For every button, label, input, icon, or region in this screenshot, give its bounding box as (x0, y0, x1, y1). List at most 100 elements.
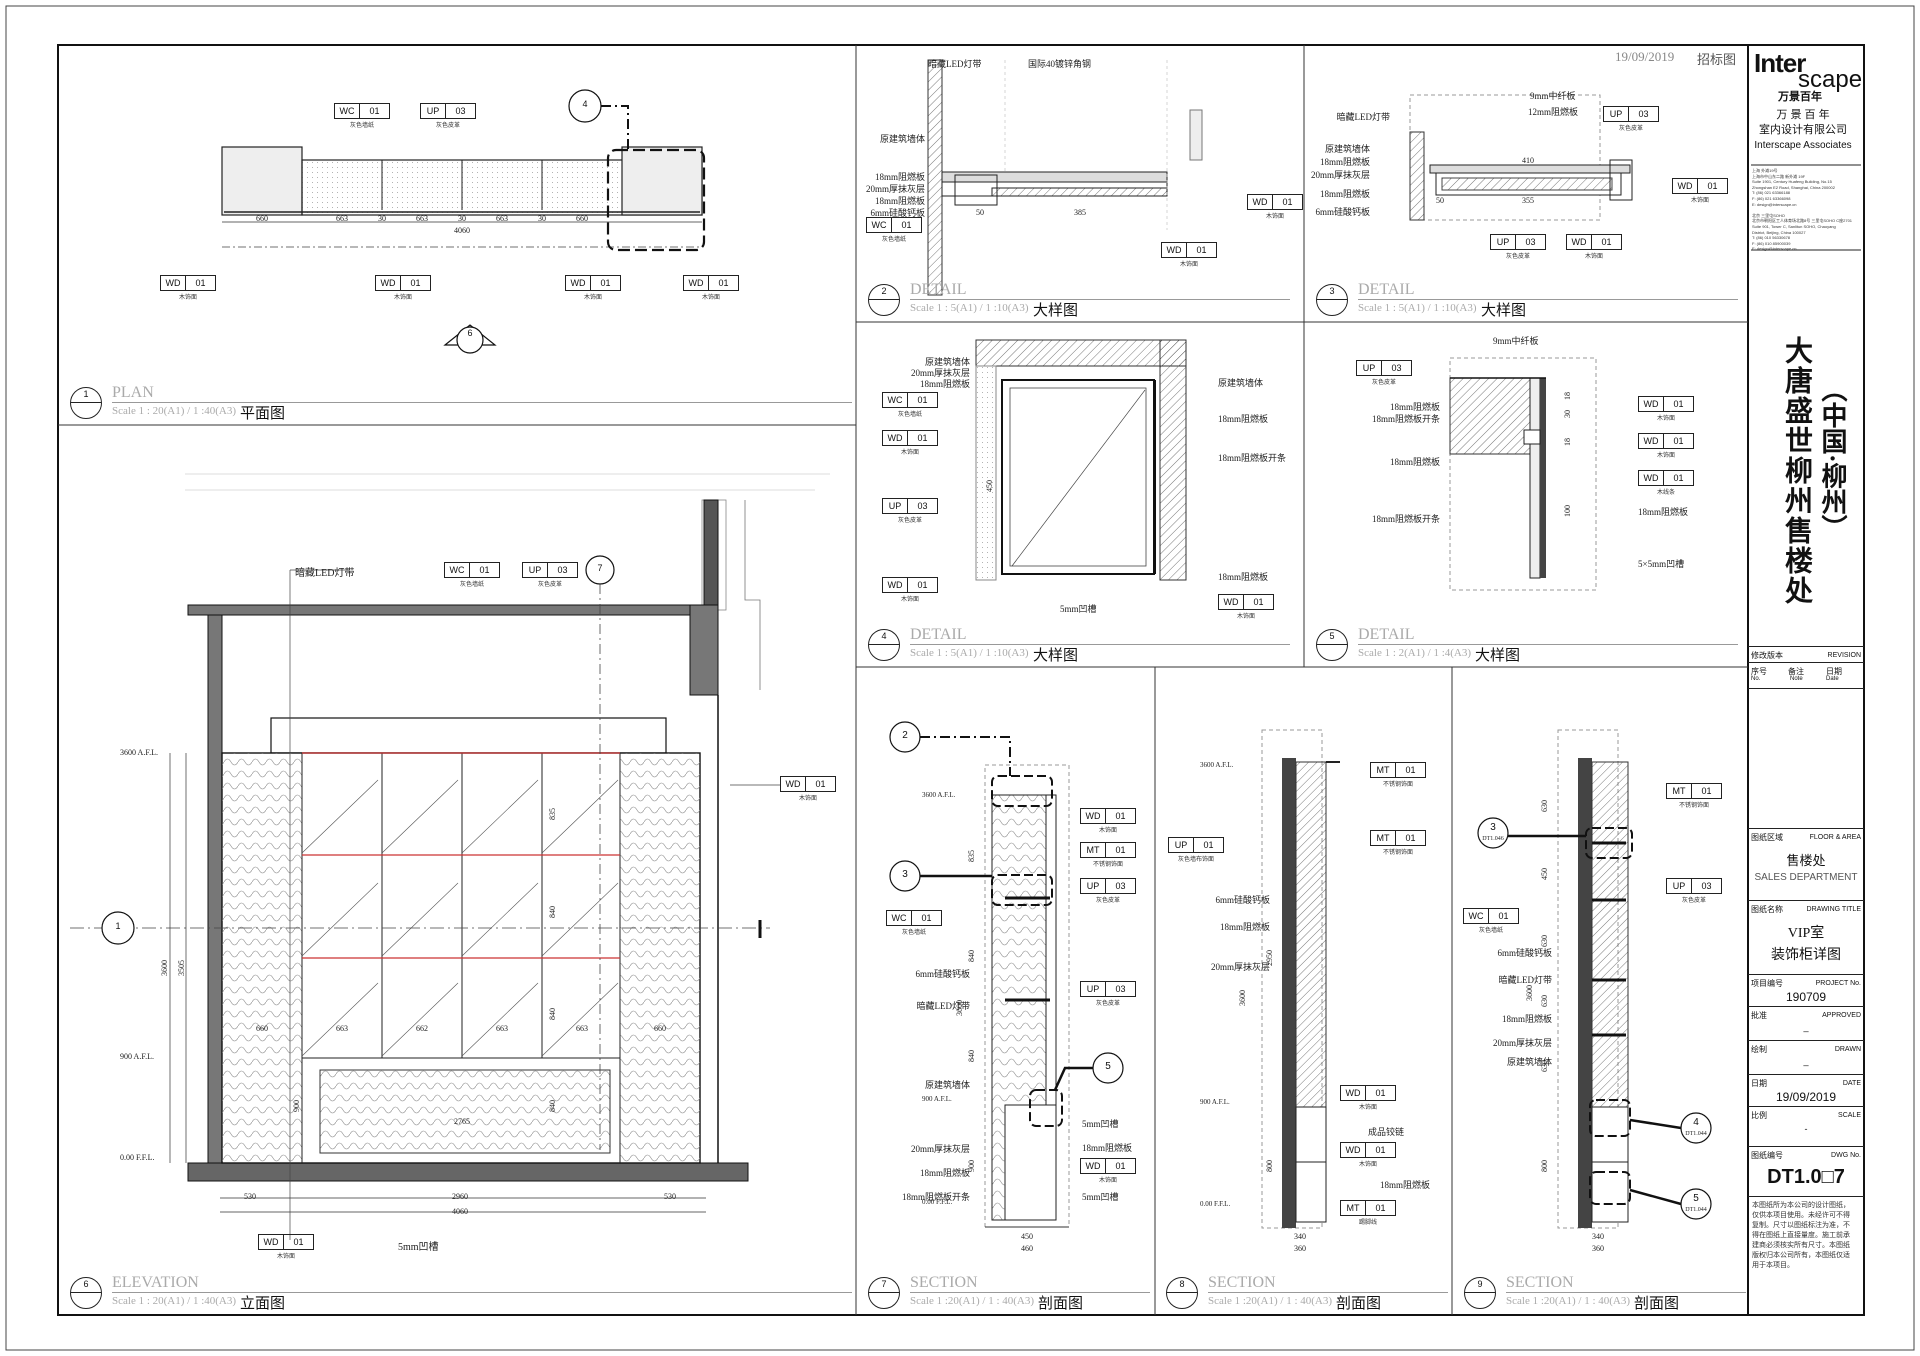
tag-desc: 木饰面 (798, 796, 817, 802)
view-number-circle[interactable]: 7 (868, 1277, 900, 1309)
view-number-circle[interactable]: 2 (868, 284, 900, 316)
detail-note: 国际40镀锌角钢 (1028, 59, 1092, 69)
section-9-view (1477, 729, 1712, 1229)
detail-note: 20mm厚抹灰层 (910, 368, 970, 378)
address-line: T: (86) 021 63366188 (1752, 190, 1791, 196)
view-number: 8 (1179, 1279, 1185, 1289)
view-title-cn: 大样图 (1481, 303, 1527, 319)
section-note: 暗藏LED灯带 (916, 1001, 971, 1011)
dimension: 4060 (454, 226, 470, 235)
section-note: 原建筑墙体 (924, 1080, 970, 1090)
tag-desc: 灰色墙布饰面 (1177, 857, 1214, 863)
detail-4-view (975, 339, 1187, 581)
dwg-no-value: DT1.0□7 (1767, 1166, 1845, 1188)
date-label-en: DATE (1842, 1080, 1861, 1087)
dimension: 340 (1294, 1232, 1306, 1241)
view-number-circle[interactable]: 5 (1316, 629, 1348, 661)
dimension: 4060 (452, 1207, 468, 1216)
tag-desc: 木饰面 (1690, 198, 1709, 204)
address-line: E: design@interscape.cn (1752, 246, 1797, 252)
tag-code: WC (883, 393, 908, 407)
detail-3-view (1409, 94, 1633, 221)
tag-code: MT (1341, 1201, 1366, 1215)
tag-desc: 木饰面 (1656, 416, 1675, 422)
detail-note: 5mm凹槽 (1060, 604, 1097, 614)
view-number-circle[interactable]: 6 (70, 1277, 102, 1309)
project-no-value: 190709 (1785, 990, 1827, 1004)
view-number-circle[interactable]: 1 (70, 387, 102, 419)
tag-desc: 木饰面 (393, 295, 412, 301)
tag-number: 01 (1115, 1161, 1126, 1171)
dimension: 840 (967, 1050, 976, 1062)
tag-desc: 灰色皮革 (1095, 898, 1120, 904)
view-number-circle[interactable]: 9 (1464, 1277, 1496, 1309)
view-title-en: PLAN (112, 384, 154, 401)
area-value: 售楼处 (1786, 853, 1826, 868)
revision-note-label: 备注 (1788, 667, 1804, 676)
tag-desc: 木饰面 (1098, 828, 1117, 834)
header-date: 19/09/2019 (1615, 49, 1675, 64)
dimension: 660 (256, 214, 268, 223)
tag-desc: 灰色皮革 (1618, 126, 1643, 132)
tag-code: WC (867, 218, 892, 232)
area-label: 图纸区域 (1751, 833, 1783, 842)
dimension: 2765 (454, 1117, 470, 1126)
tag-code: UP (1357, 361, 1382, 375)
tag-code: WD (1639, 397, 1664, 411)
view-number-circle[interactable]: 8 (1166, 1277, 1198, 1309)
section-note: 18mm阻燃板 (1082, 1143, 1133, 1153)
view-number-circle[interactable]: 3 (1316, 284, 1348, 316)
section-note: 20mm厚抹灰层 (1492, 1038, 1552, 1048)
elevation-callout-1[interactable] (101, 911, 135, 945)
tag-desc: 不锈钢饰面 (1678, 803, 1709, 809)
note-line: 用于本项目。 (1752, 1261, 1794, 1269)
view-number-circle[interactable]: 4 (868, 629, 900, 661)
plan-callout-6[interactable] (456, 326, 484, 354)
tag-code: UP (523, 563, 548, 577)
section9-callout-3[interactable] (1477, 817, 1509, 849)
dimension: 663 (496, 214, 508, 223)
section-note: 18mm阻燃板 (1380, 1180, 1431, 1190)
